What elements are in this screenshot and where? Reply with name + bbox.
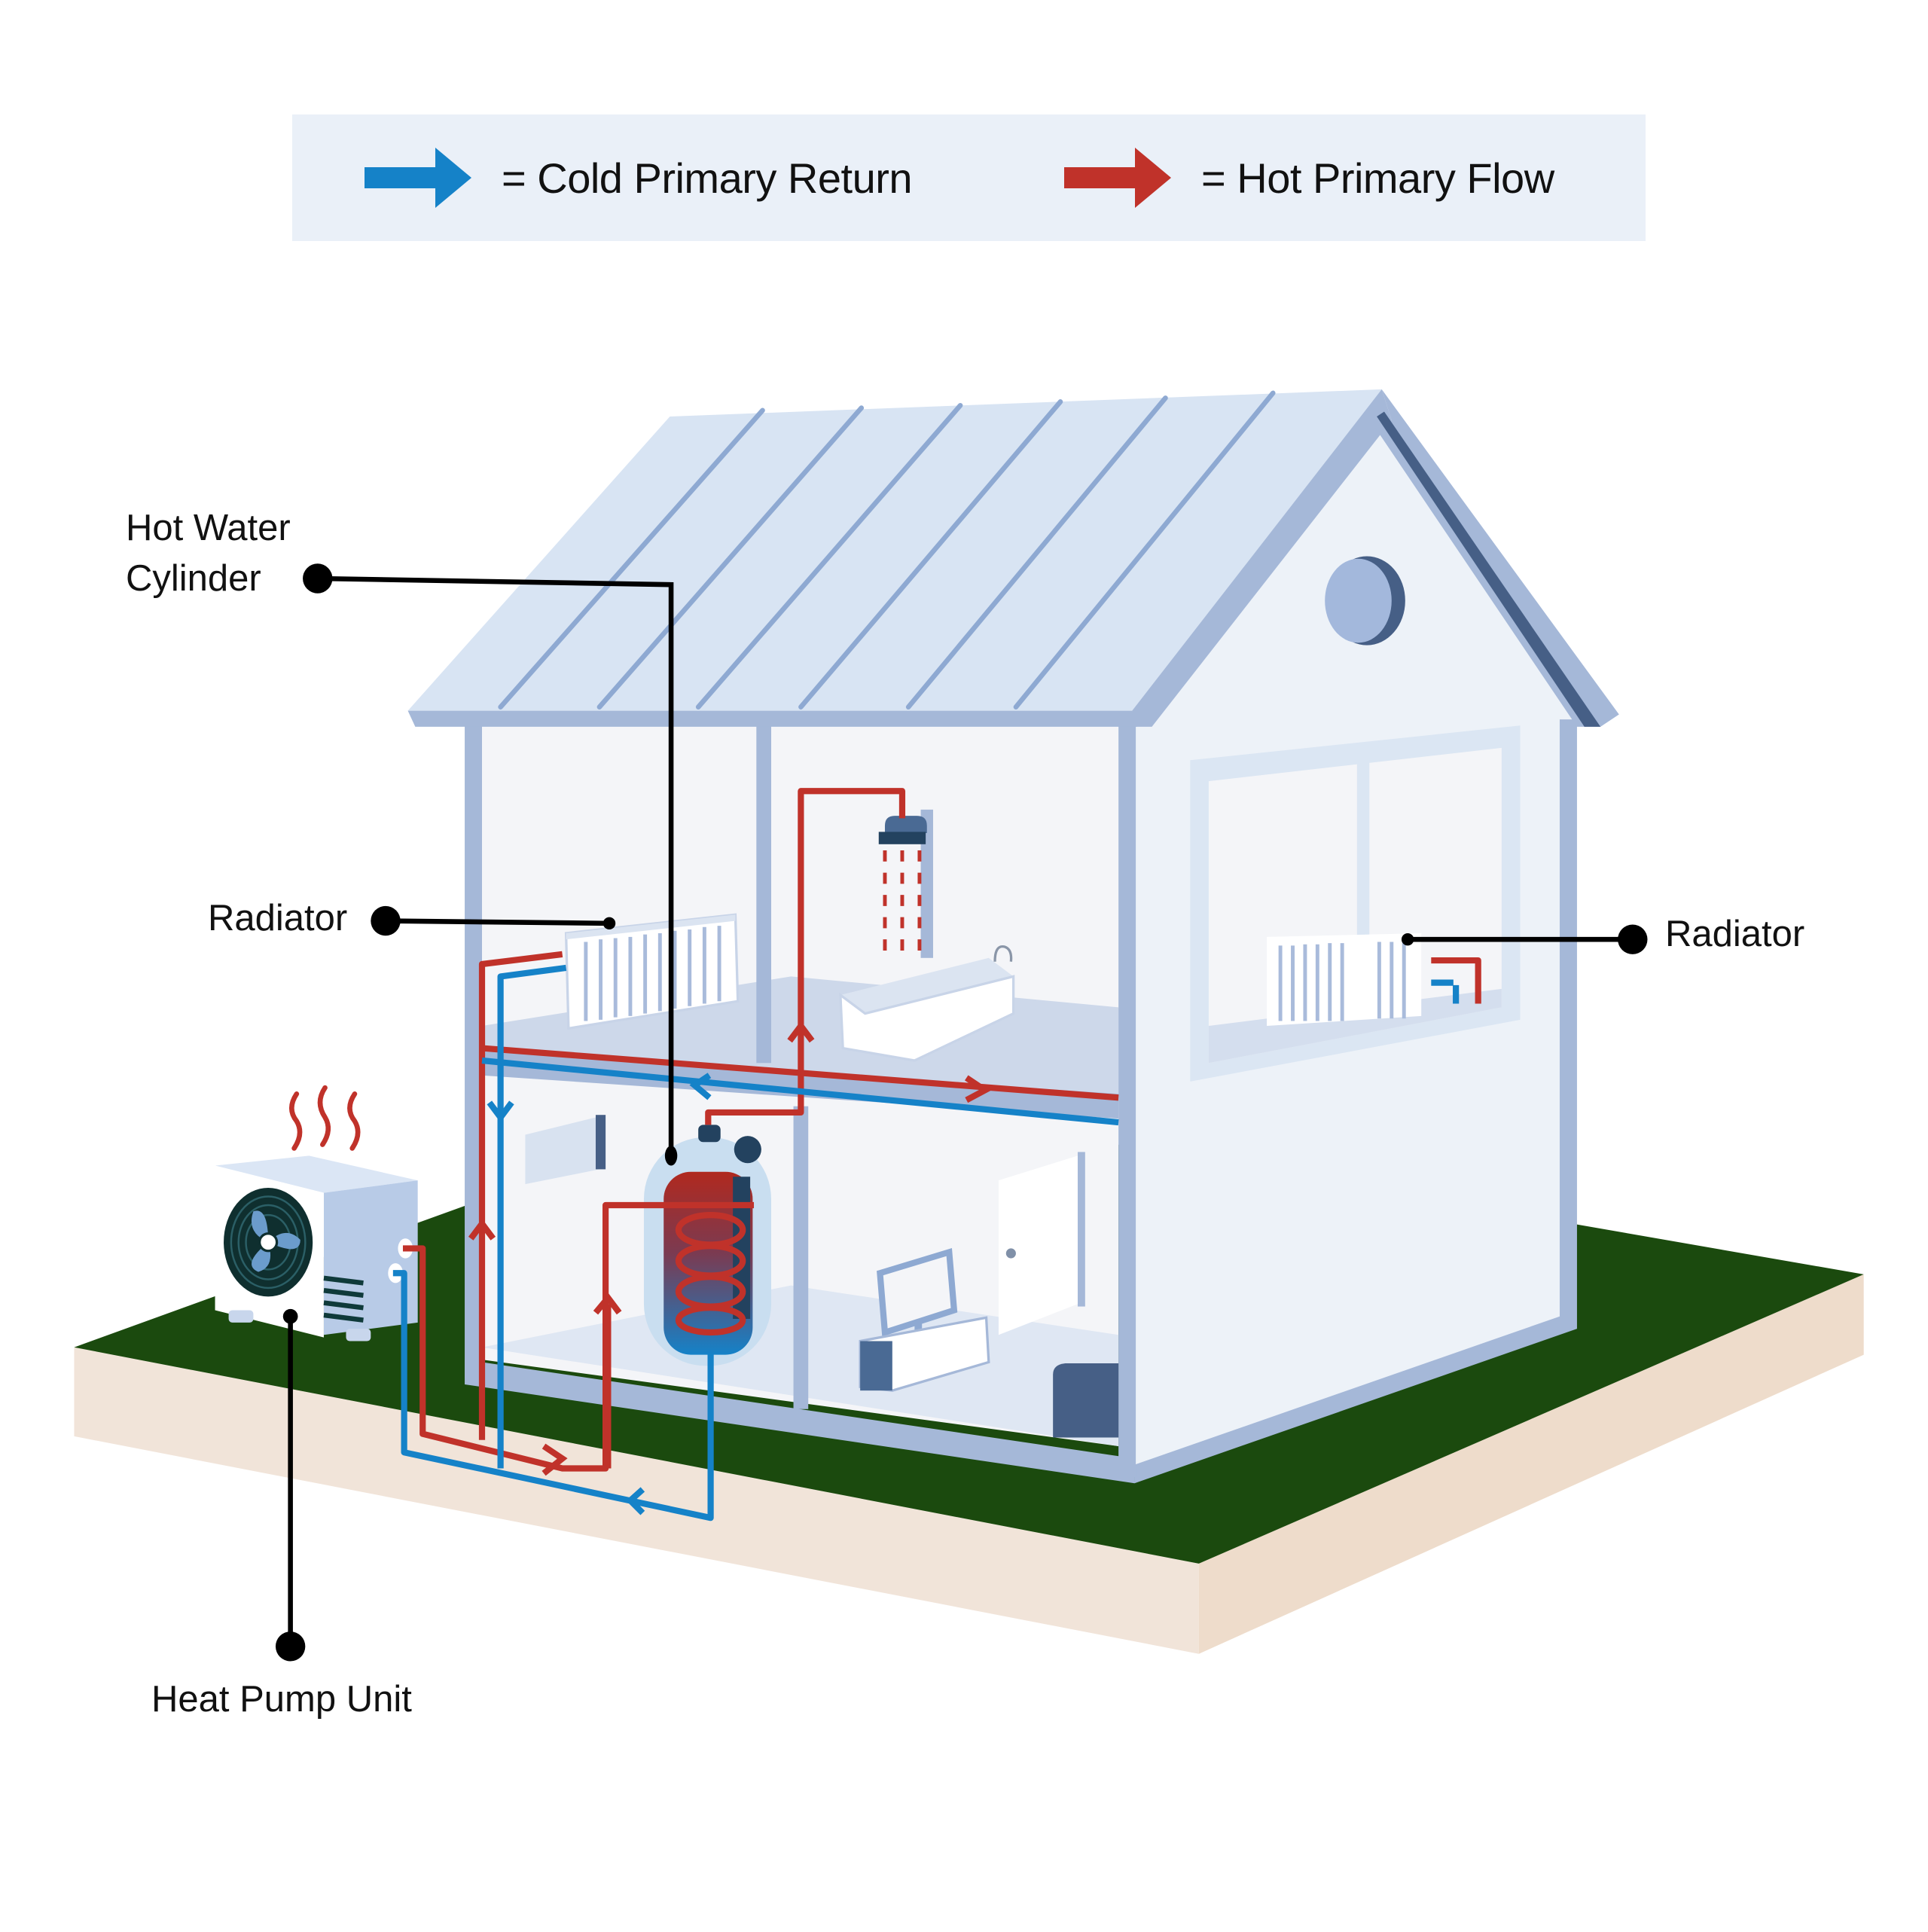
cold-return-arrow-icons bbox=[487, 1073, 712, 1515]
upper-partition-wall bbox=[756, 723, 771, 1064]
gable-trim-right bbox=[1374, 389, 1619, 727]
front-corner-wall bbox=[1118, 723, 1136, 1478]
gable-trim-shadow bbox=[1377, 411, 1601, 727]
red-arrow-icon bbox=[1064, 148, 1171, 208]
gable-trim-left bbox=[1132, 389, 1392, 727]
dot-heat-pump bbox=[275, 1631, 306, 1662]
window-sill-floor bbox=[1208, 988, 1502, 1064]
leader-radiator-left bbox=[385, 918, 610, 926]
legend-label-cold: = Cold Primary Return bbox=[502, 154, 913, 202]
door bbox=[998, 1152, 1085, 1335]
label-heat-pump-unit: Heat Pump Unit bbox=[151, 1679, 412, 1720]
armchair bbox=[1053, 1363, 1119, 1438]
hot-primary-flow-pipes bbox=[402, 788, 1481, 1472]
round-window bbox=[1325, 558, 1392, 643]
leader-hot-water-cylinder bbox=[317, 575, 674, 1156]
lower-partition-wall bbox=[793, 1106, 809, 1409]
roof-eave bbox=[407, 710, 1137, 727]
ground-floor-edge bbox=[465, 1360, 1135, 1484]
dot-radiator-left bbox=[371, 905, 401, 936]
callout-dots bbox=[275, 563, 1648, 1662]
label-hot-water-cylinder-line1: Hot Water bbox=[126, 508, 291, 548]
heat-pump-unit bbox=[215, 1085, 418, 1341]
legend-item-cold: = Cold Primary Return bbox=[365, 114, 913, 241]
dot-hot-water-cylinder bbox=[303, 563, 333, 594]
label-hot-water-cylinder-line2: Cylinder bbox=[126, 558, 261, 599]
callout-leaders bbox=[288, 575, 1633, 1647]
label-radiator-left: Radiator bbox=[208, 898, 348, 939]
right-radiator bbox=[1267, 932, 1422, 1027]
roof-ridges bbox=[498, 390, 1276, 710]
hot-water-cylinder bbox=[643, 1125, 771, 1366]
legend: = Cold Primary Return = Hot Primary Flow bbox=[292, 114, 1646, 241]
legend-item-hot: = Hot Primary Flow bbox=[1064, 114, 1554, 241]
shower bbox=[878, 809, 933, 958]
left-wall bbox=[465, 723, 482, 1378]
dot-radiator-right bbox=[1618, 924, 1648, 954]
soil-right-face bbox=[1198, 1274, 1864, 1654]
hot-flow-arrow-icons bbox=[468, 1021, 991, 1476]
bathtub bbox=[839, 945, 1015, 1062]
blue-arrow-icon bbox=[365, 148, 471, 208]
legend-label-hot: = Hot Primary Flow bbox=[1201, 154, 1554, 202]
label-radiator-right: Radiator bbox=[1665, 914, 1805, 954]
heat-waves-icon bbox=[289, 1085, 361, 1151]
roof-plane bbox=[407, 389, 1382, 711]
cold-primary-return-pipes bbox=[392, 964, 1460, 1521]
left-radiator bbox=[564, 913, 740, 1030]
wall-vent bbox=[525, 1115, 606, 1185]
house bbox=[407, 389, 1619, 1484]
tv-unit bbox=[859, 1247, 990, 1392]
